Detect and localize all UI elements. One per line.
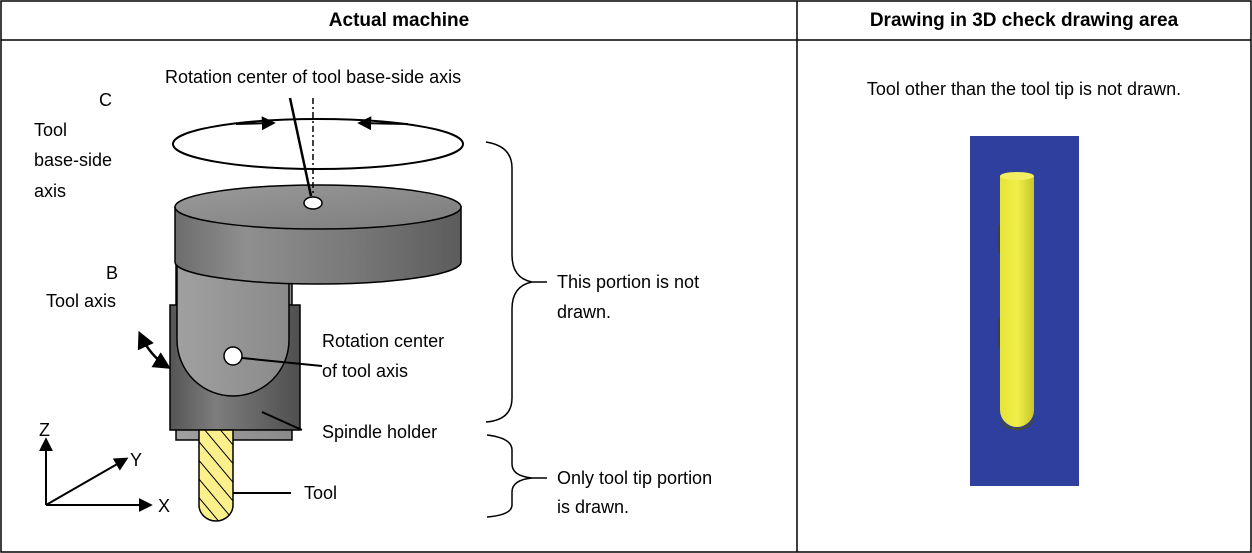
not-drawn-line1: This portion is not	[557, 272, 699, 292]
c-axis-label-line3: axis	[34, 181, 66, 201]
header-actual-machine: Actual machine	[329, 10, 469, 31]
tool-rotation-center-hole	[223, 346, 243, 366]
drawn-tool-top	[1000, 172, 1034, 180]
tip-drawn-line1: Only tool tip portion	[557, 468, 712, 488]
machine-illustration	[39, 97, 547, 522]
drawn-tool-tip	[1000, 176, 1034, 427]
drawing-note: Tool other than the tool tip is not draw…	[867, 79, 1181, 99]
tool-axis-arm-end	[176, 261, 290, 397]
header-drawing-area: Drawing in 3D check drawing area	[870, 10, 1179, 31]
rotation-center-base-label: Rotation center of tool base-side axis	[165, 67, 461, 87]
c-label: C	[99, 90, 112, 110]
c-axis-label-line2: base-side	[34, 150, 112, 170]
tool-label: Tool	[304, 483, 337, 503]
tool-center-leader	[241, 357, 323, 367]
rotation-center-tool-line1: Rotation center	[322, 331, 444, 351]
b-axis-label: Tool axis	[46, 291, 116, 311]
not-drawn-line2: drawn.	[557, 302, 611, 322]
rotation-arrow-right-icon	[357, 116, 409, 131]
not-drawn-brace	[485, 141, 533, 423]
c-axis-label-line1: Tool	[34, 120, 67, 140]
y-axis-arrow-icon	[45, 457, 129, 506]
b-label: B	[106, 263, 118, 283]
spindle-holder-label: Spindle holder	[322, 422, 437, 442]
tool-shape	[198, 429, 234, 522]
spindle-holder-leader	[261, 411, 303, 431]
drawn-tool-shadow	[1001, 416, 1033, 430]
tip-drawn-brace	[486, 434, 533, 518]
c-axis-rotation-ring	[172, 118, 464, 170]
base-rotation-center-hole	[303, 196, 323, 210]
rotation-center-tool-line2: of tool axis	[322, 361, 408, 381]
drawing-area-view	[970, 136, 1079, 486]
rotation-arrow-left-icon	[235, 116, 276, 131]
z-axis-label: Z	[39, 420, 50, 440]
base-center-leader	[288, 97, 313, 197]
x-axis-label: X	[158, 496, 170, 516]
y-axis-label: Y	[130, 450, 142, 470]
b-axis-rotation-arrow-icon	[137, 330, 171, 369]
tip-drawn-line2: is drawn.	[557, 497, 629, 517]
